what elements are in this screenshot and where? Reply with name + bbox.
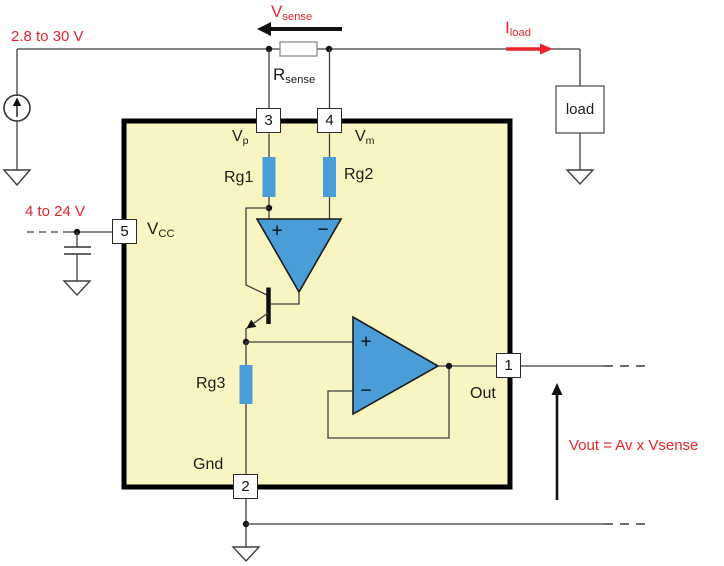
vp-label: Vp	[232, 128, 249, 147]
pin-3-vp: 3	[256, 108, 281, 133]
ground-symbol-source	[2, 169, 32, 187]
pin-2-gnd: 2	[233, 474, 258, 499]
out-label: Out	[470, 385, 496, 402]
rg1-label: Rg1	[224, 169, 254, 186]
load-box	[555, 85, 605, 170]
rg3-resistor	[239, 342, 253, 474]
opamp1-plus-sign: +	[271, 220, 283, 242]
ground-symbol-capacitor	[62, 280, 92, 297]
gnd-label: Gnd	[193, 456, 224, 473]
rg2-resistor	[323, 133, 336, 219]
ic-body	[121, 118, 513, 490]
transistor	[242, 207, 300, 346]
current-source-symbol	[3, 94, 31, 170]
vout-arrow	[551, 383, 563, 500]
ground-net-wire	[242, 499, 648, 547]
iload-arrow	[506, 43, 553, 55]
load-label: load	[565, 101, 595, 118]
opamp2-plus-sign: +	[360, 331, 372, 353]
opamp1-triangle	[255, 218, 343, 294]
pin-1-out: 1	[496, 353, 521, 378]
pin-4-vm: 4	[317, 108, 342, 133]
opamp1-minus-sign: −	[317, 219, 329, 241]
vout-equation-label: Vout = Av x Vsense	[569, 437, 699, 454]
ground-symbol-load	[565, 169, 595, 186]
opamp2-minus-sign: −	[360, 380, 372, 402]
vcc-supply-voltage-label: 4 to 24 V	[25, 203, 86, 220]
vcc-label: VCC	[147, 219, 175, 241]
pin-5-vcc: 5	[112, 219, 137, 244]
ground-symbol-ic	[231, 546, 261, 563]
vsense-arrow	[257, 22, 342, 36]
vsense-label: Vsense	[271, 2, 313, 24]
bypass-capacitor	[64, 232, 91, 281]
output-wire	[438, 362, 648, 370]
vcc-supply-wire	[27, 228, 113, 236]
opamp2-triangle	[352, 315, 440, 416]
vm-label: Vm	[355, 128, 375, 147]
rg3-label: Rg3	[196, 375, 226, 392]
top-supply-voltage-label: 2.8 to 30 V	[11, 28, 84, 45]
iload-label: Iload	[505, 18, 531, 40]
rg2-label: Rg2	[344, 166, 374, 183]
rsense-label: Rsense	[273, 65, 316, 87]
rsense-resistor	[265, 41, 333, 109]
opamp2-feedback-wire	[327, 366, 450, 439]
